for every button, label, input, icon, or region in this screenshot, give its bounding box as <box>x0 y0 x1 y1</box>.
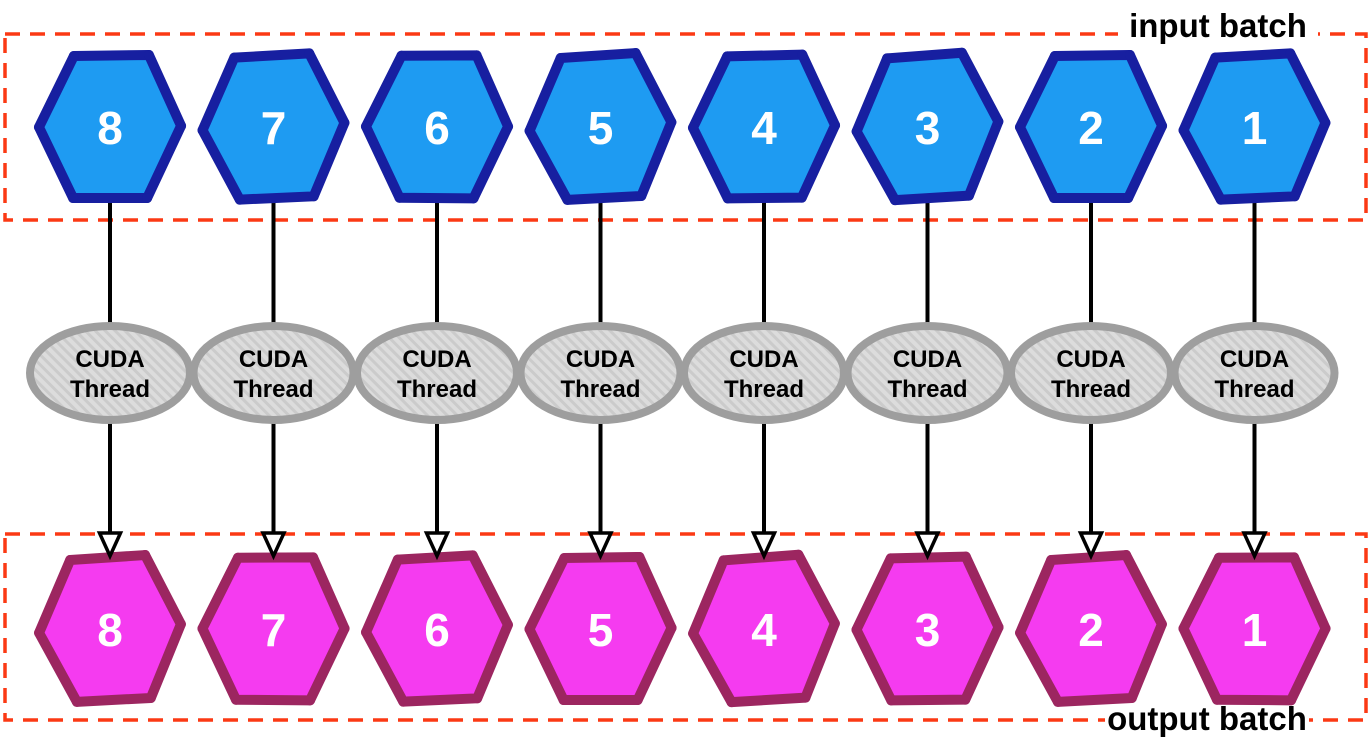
input-hexagon-number: 3 <box>915 102 941 154</box>
thread-label-line1: CUDA <box>402 346 471 373</box>
label-mask <box>1118 27 1318 39</box>
thread-ellipse <box>26 322 194 424</box>
thread-label-line2: Thread <box>233 376 313 403</box>
thread-label-line2: Thread <box>397 376 477 403</box>
arrow-heads <box>96 531 1268 561</box>
thread-label-line1: CUDA <box>566 346 635 373</box>
thread-nodes: CUDA Thread CUDA Thread CUDA Thread CUDA… <box>26 322 1339 424</box>
input-batch-label-group: input batch <box>1118 7 1318 44</box>
thread-label-line2: Thread <box>1214 376 1294 403</box>
cuda-thread-node: CUDA Thread <box>680 322 848 424</box>
arrow-head-icon <box>914 531 941 561</box>
input-batch-label: input batch <box>1129 7 1307 44</box>
output-hexagons: 8 7 6 5 4 3 2 1 <box>31 548 1334 709</box>
output-hexagon-number: 1 <box>1242 604 1268 656</box>
input-hexagon-number: 2 <box>1078 102 1104 154</box>
output-batch-boundary <box>3 532 1368 722</box>
thread-label-line1: CUDA <box>1220 346 1289 373</box>
output-hexagon-number: 2 <box>1078 604 1104 656</box>
thread-ellipse <box>843 322 1012 424</box>
arrow-head-icon <box>750 531 778 561</box>
label-mask <box>1105 711 1309 723</box>
cuda-thread-node: CUDA Thread <box>843 322 1012 424</box>
thread-ellipse <box>516 322 685 424</box>
thread-label-line2: Thread <box>887 376 967 403</box>
thread-label-line2: Thread <box>560 376 640 403</box>
output-batch-label: output batch <box>1107 700 1307 737</box>
cuda-thread-node: CUDA Thread <box>1007 322 1175 424</box>
thread-ellipse <box>680 322 848 424</box>
input-hexagon-number: 7 <box>261 102 287 154</box>
thread-ellipse <box>1007 322 1175 424</box>
input-hexagon-number: 8 <box>97 102 123 154</box>
cuda-thread-node: CUDA Thread <box>26 322 194 424</box>
output-hexagon-number: 3 <box>915 604 941 656</box>
output-hexagon-number: 6 <box>424 604 450 656</box>
thread-ellipse <box>1170 322 1339 424</box>
arrow-head-icon <box>587 531 614 561</box>
thread-ellipse <box>189 322 358 424</box>
output-connector-lines <box>108 408 1257 537</box>
input-hexagon-number: 6 <box>424 102 450 154</box>
input-hexagon-number: 1 <box>1242 102 1268 154</box>
thread-label-line2: Thread <box>70 376 150 403</box>
output-hexagon-number: 8 <box>97 604 123 656</box>
thread-label-line2: Thread <box>724 376 804 403</box>
cuda-thread-node: CUDA Thread <box>1170 322 1339 424</box>
input-hexagon-number: 5 <box>588 102 614 154</box>
input-batch-boundary <box>3 32 1368 222</box>
cuda-thread-node: CUDA Thread <box>353 322 521 424</box>
cuda-thread-node: CUDA Thread <box>189 322 358 424</box>
cuda-thread-node: CUDA Thread <box>516 322 685 424</box>
input-connector-lines <box>108 192 1257 338</box>
arrow-head-icon <box>96 531 124 561</box>
output-hexagon-number: 4 <box>751 604 777 656</box>
thread-label-line1: CUDA <box>239 346 308 373</box>
output-batch-label-group: output batch <box>1105 700 1309 737</box>
input-hexagons: 8 7 6 5 4 3 2 1 <box>32 46 1332 207</box>
thread-label-line1: CUDA <box>1056 346 1125 373</box>
arrow-head-icon <box>423 531 451 561</box>
thread-label-line2: Thread <box>1051 376 1131 403</box>
thread-label-line1: CUDA <box>893 346 962 373</box>
thread-label-line1: CUDA <box>729 346 798 373</box>
output-hexagon-number: 5 <box>588 604 614 656</box>
arrow-head-icon <box>1077 531 1105 561</box>
arrow-head-icon <box>260 531 287 561</box>
arrow-head-icon <box>1241 531 1268 561</box>
input-hexagon-number: 4 <box>751 102 777 154</box>
thread-ellipse <box>353 322 521 424</box>
thread-label-line1: CUDA <box>75 346 144 373</box>
output-hexagon-number: 7 <box>261 604 287 656</box>
